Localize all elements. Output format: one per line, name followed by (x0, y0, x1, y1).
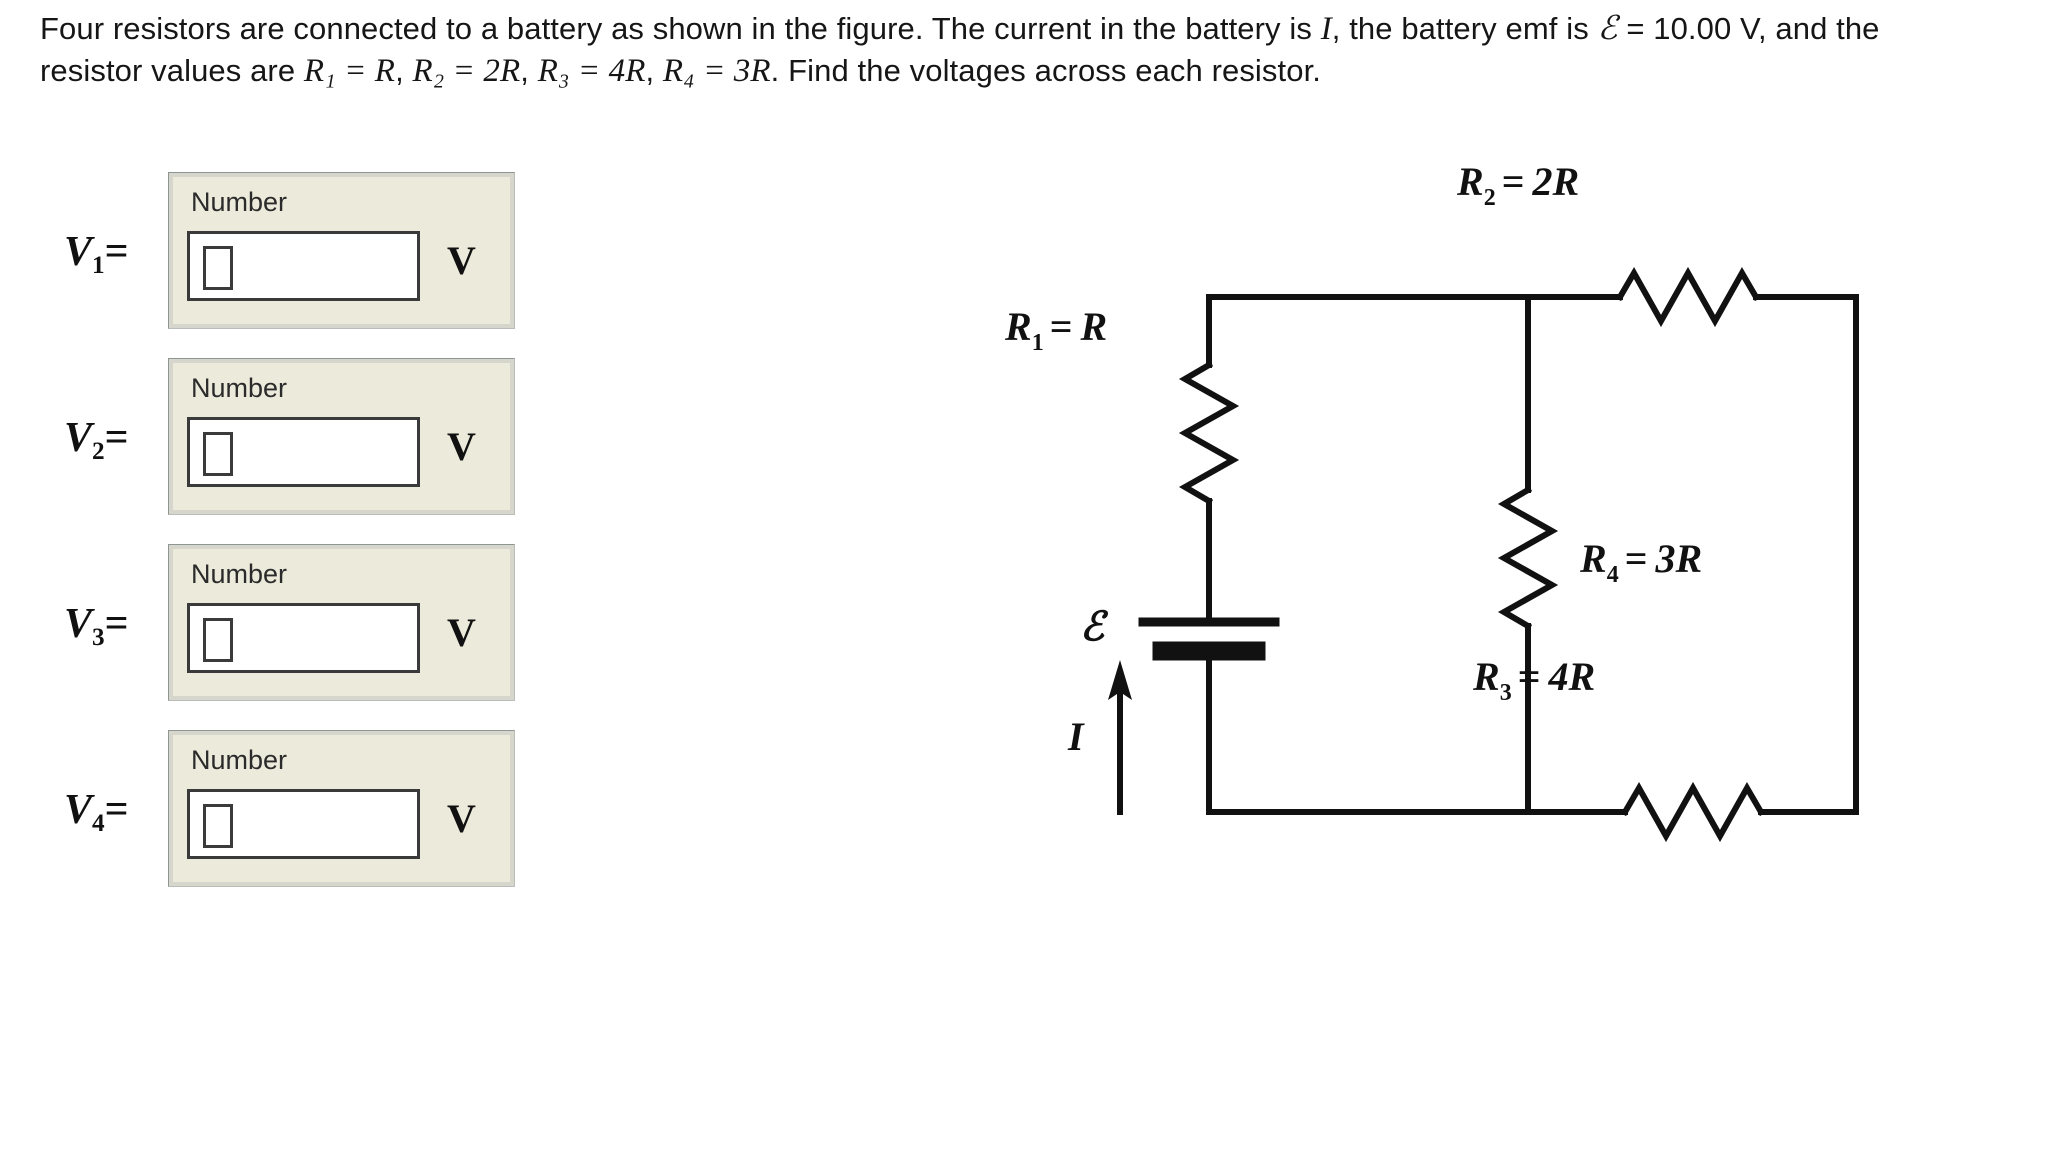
answer-label-v2: V2= (64, 414, 164, 466)
comma-1: , (395, 53, 413, 88)
label-r3-sub: 3 (1500, 680, 1512, 706)
answer-label-equals: = (104, 229, 129, 275)
label-r2-eq: = (1502, 159, 1525, 204)
answer-panel-v1: Number V (168, 172, 515, 329)
label-r4: R4=3R (1579, 536, 1702, 588)
r3-expression: R₃ = 4R (537, 53, 646, 89)
problem-statement: Four resistors are connected to a batter… (40, 8, 1970, 92)
answer-label-sub: 4 (92, 810, 105, 838)
label-r3: R3=4R (1472, 654, 1595, 706)
current-symbol: I (1320, 11, 1332, 47)
answer-panel-v4: Number V (168, 730, 515, 887)
unit-label-v1: V (447, 238, 476, 283)
label-r2-sub: 2 (1484, 185, 1496, 211)
answer-input-v2[interactable] (187, 417, 420, 487)
label-r2: R2=2R (1456, 159, 1579, 211)
r2-expression: R₂ = 2R (412, 53, 521, 89)
answer-label-equals: = (104, 601, 129, 647)
resistor-r1-zigzag (1178, 360, 1240, 506)
unit-label-v3: V (447, 610, 476, 655)
label-current: I (1067, 714, 1085, 759)
label-r1-eq: = (1050, 304, 1073, 349)
answer-label-equals: = (104, 787, 129, 833)
panel-caption-v4: Number (191, 745, 288, 775)
problem-text-part-6: each resistor. (1135, 53, 1321, 88)
resistor-r4-zigzag (1497, 485, 1559, 631)
emf-symbol: ℰ (1597, 11, 1618, 47)
answer-input-v3[interactable] (187, 603, 420, 673)
answer-label-var: V (64, 601, 93, 647)
answer-panel-v3: Number V (168, 544, 515, 701)
answer-label-var: V (64, 787, 93, 833)
current-arrow-head (1108, 660, 1132, 700)
problem-text-part-1: Four resistors are connected to a batter… (40, 11, 1321, 46)
label-r4-value: 3R (1654, 536, 1702, 581)
r4-expression: R₄ = 3R (662, 53, 771, 89)
label-r3-value: 4R (1547, 654, 1595, 699)
circuit-diagram: R1=R R2=2R R3=4R R4=3R ℰ I (980, 140, 2000, 900)
unit-label-v4: V (447, 796, 476, 841)
problem-text-part-3: emf is (1505, 11, 1598, 46)
answer-label-equals: = (104, 415, 129, 461)
answer-input-v4[interactable] (187, 789, 420, 859)
label-r4-var: R (1579, 536, 1607, 581)
panel-caption-v2: Number (191, 373, 288, 403)
resistor-r3-zigzag (1620, 781, 1766, 843)
answer-panel-v2: Number V (168, 358, 515, 515)
label-emf: ℰ (1080, 604, 1109, 649)
label-r3-var: R (1472, 654, 1500, 699)
label-r4-sub: 4 (1607, 562, 1619, 588)
label-r1-sub: 1 (1032, 330, 1044, 356)
comma-2: , (520, 53, 538, 88)
answer-label-sub: 2 (92, 438, 105, 466)
problem-text-part-4: = 10.00 V, and the resistor values are (40, 11, 1880, 88)
answer-label-v1: V1= (64, 228, 164, 280)
label-r1-var: R (1004, 304, 1032, 349)
label-r3-eq: = (1518, 654, 1541, 699)
answer-label-var: V (64, 415, 93, 461)
label-r1: R1=R (1004, 304, 1107, 356)
panel-caption-v3: Number (191, 559, 288, 589)
resistor-r2-zigzag (1615, 266, 1761, 328)
answer-label-sub: 1 (92, 252, 105, 280)
problem-text-part-2: , the battery (1331, 11, 1497, 46)
answer-input-v1[interactable] (187, 231, 420, 301)
r1-expression: R₁ = R (303, 53, 396, 89)
label-r2-value: 2R (1531, 159, 1579, 204)
unit-label-v2: V (447, 424, 476, 469)
comma-3: , (645, 53, 663, 88)
answer-label-v3: V3= (64, 600, 164, 652)
label-r4-eq: = (1625, 536, 1648, 581)
answer-label-var: V (64, 229, 93, 275)
label-r1-value: R (1079, 304, 1107, 349)
answer-label-sub: 3 (92, 624, 105, 652)
panel-caption-v1: Number (191, 187, 288, 217)
answer-label-v4: V4= (64, 786, 164, 838)
label-r2-var: R (1456, 159, 1484, 204)
problem-text-part-5: . Find the voltages across (770, 53, 1127, 88)
